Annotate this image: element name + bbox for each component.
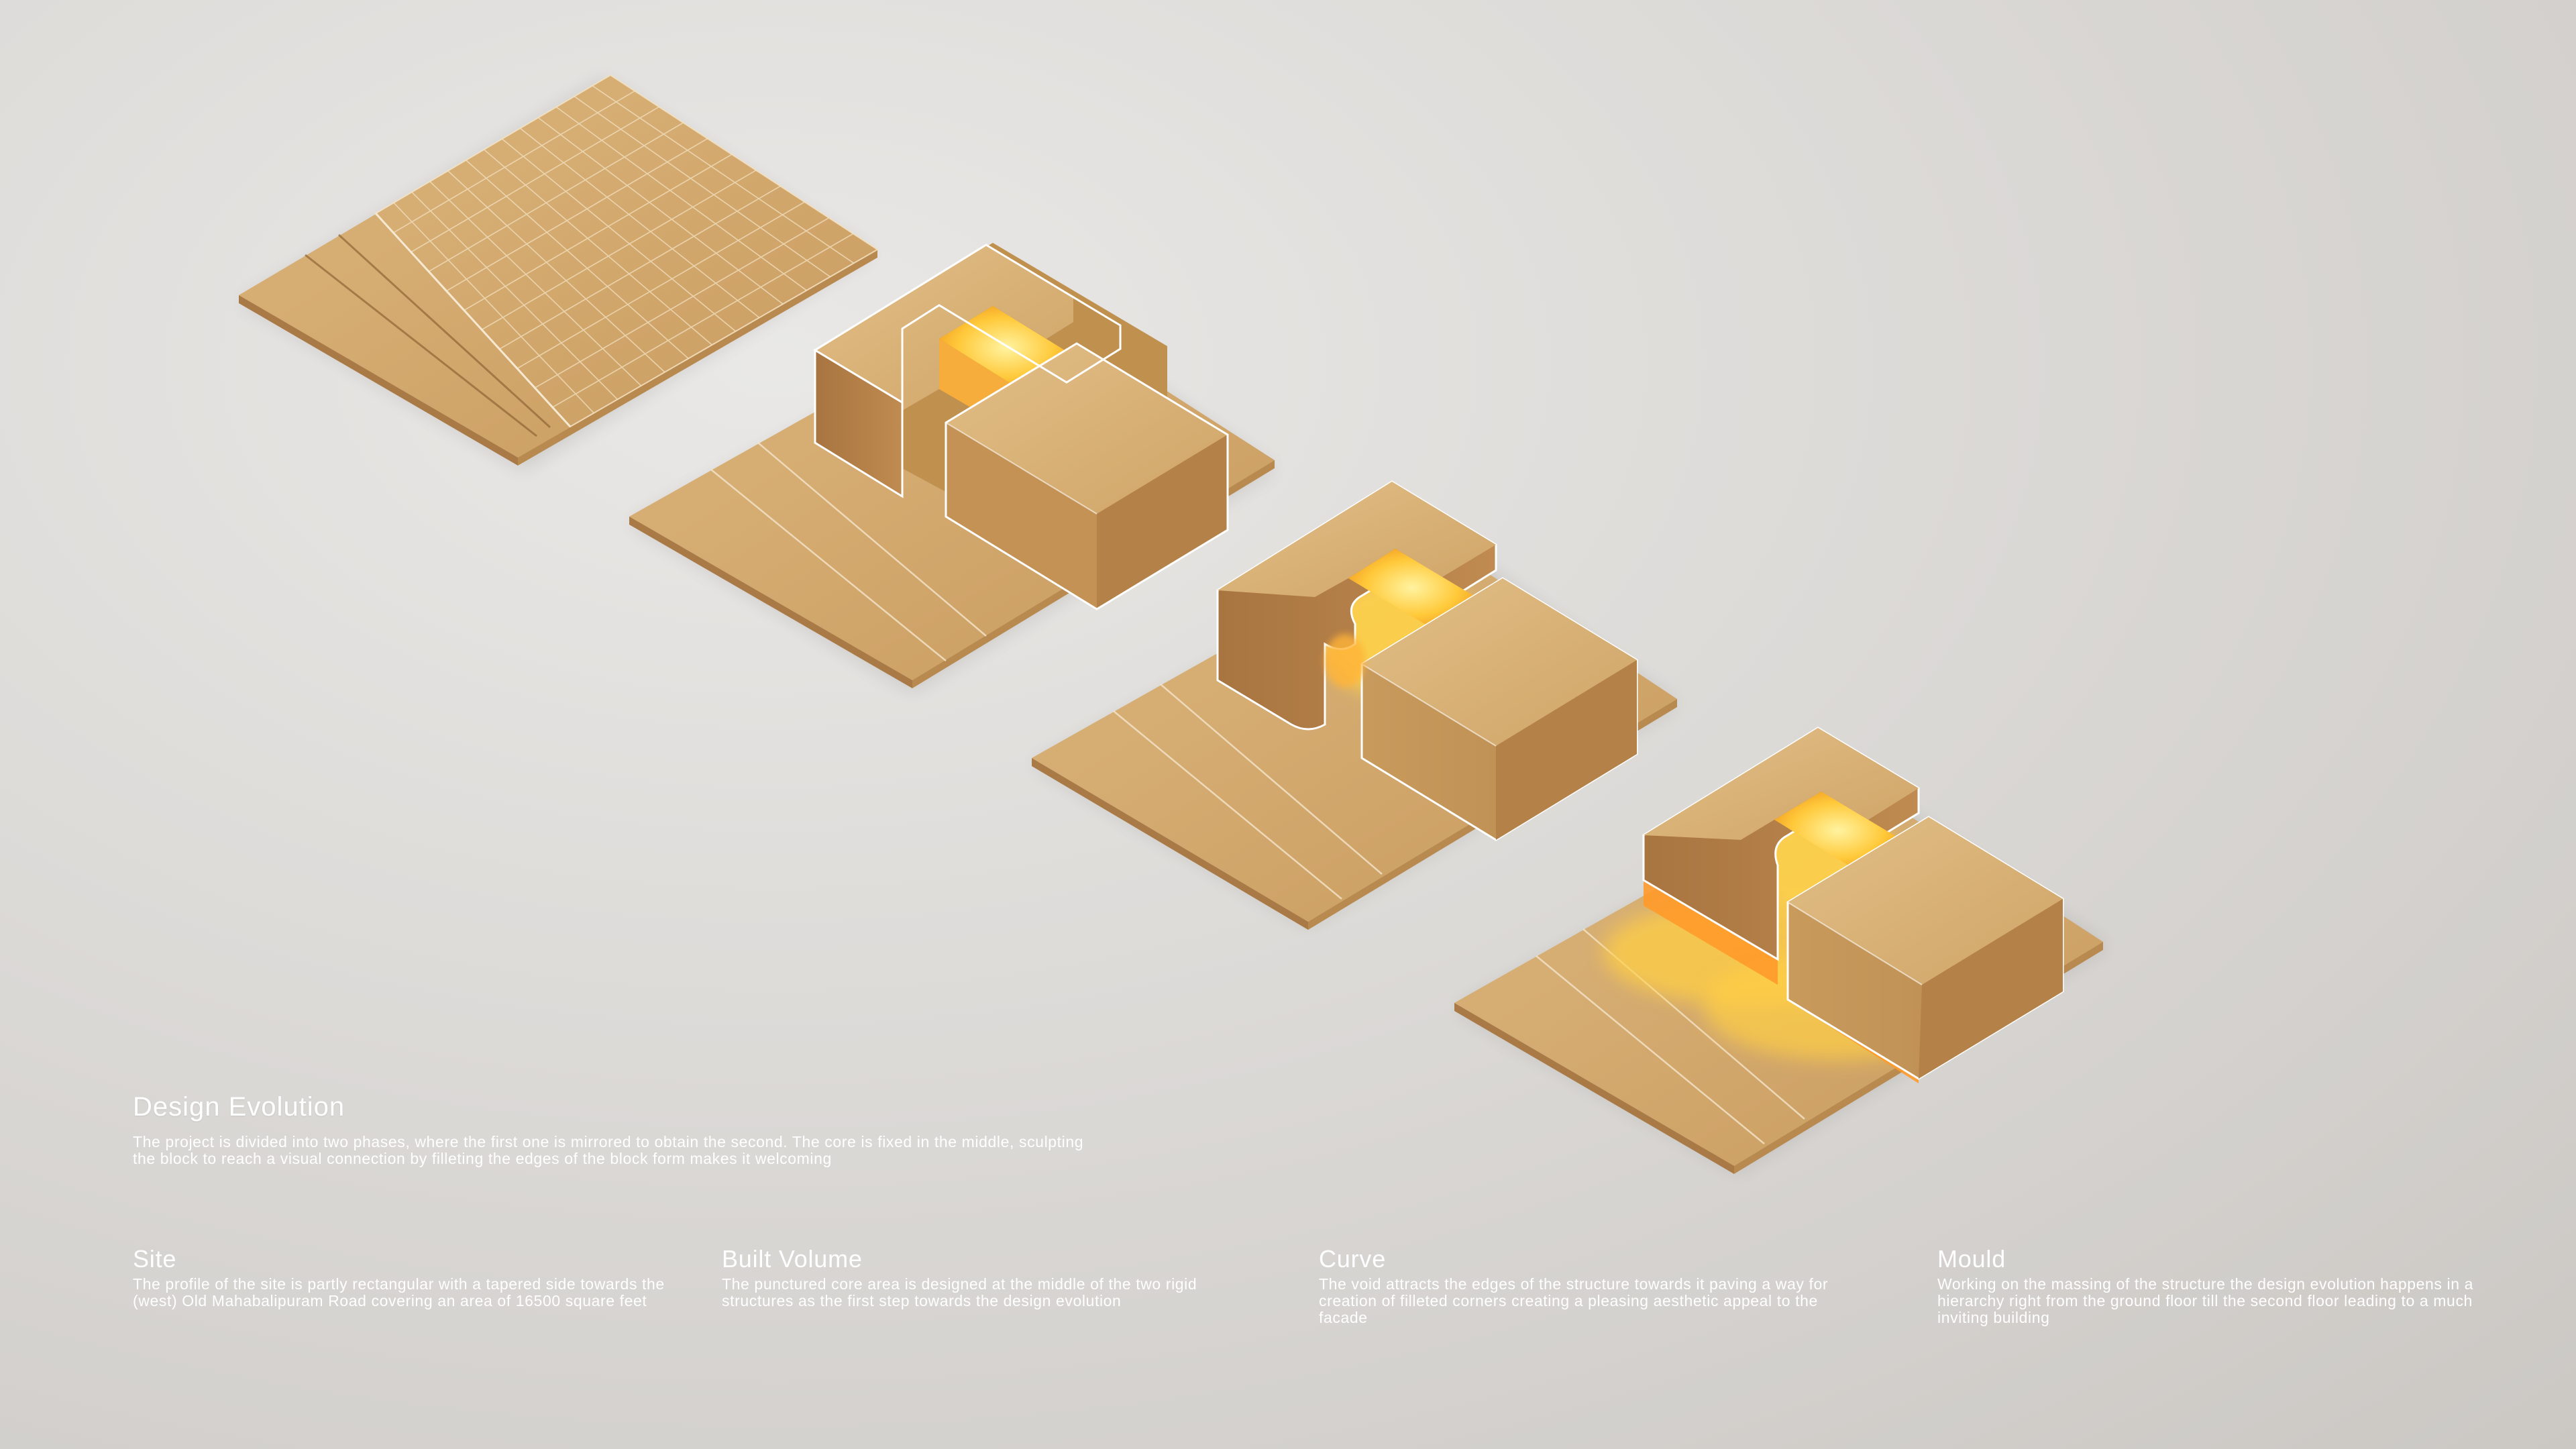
step-title: Mould [1937, 1245, 2006, 1273]
site-grid-line [411, 191, 619, 400]
step-curve: Curve The void attracts the edges of the… [1319, 1245, 1856, 1326]
site-grid-line [552, 233, 854, 408]
site-grid-line [574, 96, 830, 278]
site-grid-line [592, 85, 855, 264]
step-mould: Mould Working on the massing of the stru… [1937, 1245, 2474, 1326]
built-volume-model [629, 243, 1275, 691]
step-description: The punctured core area is designed at t… [722, 1275, 1197, 1309]
site-grid-line [481, 170, 757, 331]
step-description: The profile of the site is partly rectan… [133, 1275, 665, 1309]
site-road-lines [305, 233, 551, 437]
step-description: The void attracts the edges of the struc… [1319, 1275, 1829, 1326]
page-title: Design Evolution [133, 1092, 345, 1122]
step-title: Site [133, 1245, 177, 1273]
step-description: Working on the massing of the structure … [1937, 1275, 2474, 1326]
intro-description: The project is divided into two phases, … [133, 1133, 1084, 1167]
site-grid-line [484, 149, 712, 345]
site-grid-line [411, 106, 659, 253]
site-grid-line [517, 201, 805, 369]
site-grid-line [392, 90, 635, 233]
site-grid-line [466, 160, 689, 360]
site-grid-line [499, 185, 781, 350]
site-grid-line [447, 170, 665, 373]
site-grid-line [464, 154, 733, 311]
step-title: Built Volume [722, 1245, 863, 1273]
site-grid-line [446, 138, 708, 292]
site-grid-line [555, 106, 807, 291]
site-grid-line [534, 217, 830, 388]
site-grid-line [537, 117, 784, 305]
curve-model [1032, 480, 1677, 930]
step-site: Site The profile of the site is partly r… [133, 1245, 683, 1309]
site-grid-line [519, 127, 760, 319]
site-grid-line [501, 138, 737, 332]
step-built-volume: Built Volume The punctured core area is … [722, 1245, 1258, 1309]
site-grid-line [429, 180, 642, 386]
site-model [239, 74, 879, 470]
site-grid-line [428, 122, 684, 272]
mould-model [1454, 727, 2106, 1174]
step-title: Curve [1319, 1245, 1387, 1273]
site-grid-line [393, 202, 594, 414]
